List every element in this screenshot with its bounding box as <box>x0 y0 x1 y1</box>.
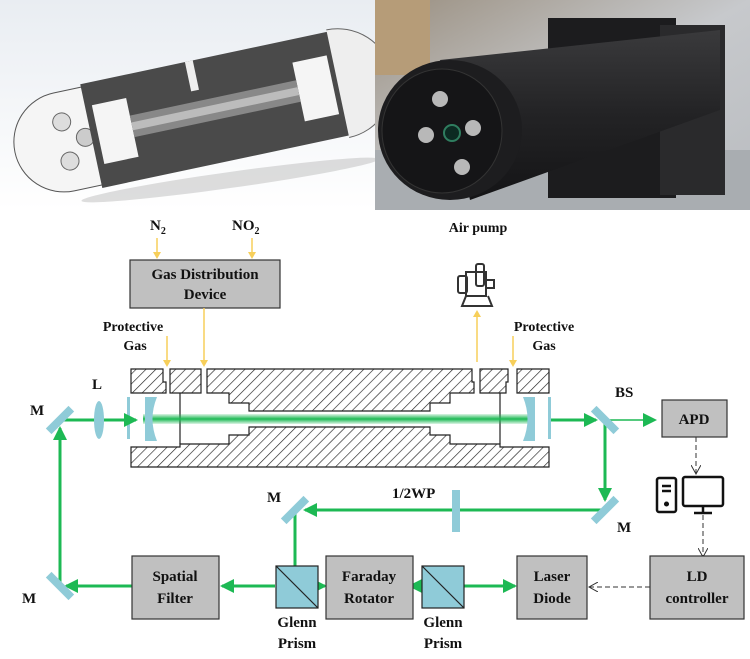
glenn-prism-left: Glenn Prism <box>275 565 319 652</box>
intracavity-beam <box>143 414 533 424</box>
half-wave-plate-label: 1/2WP <box>392 486 435 502</box>
svg-text:Prism: Prism <box>424 636 463 652</box>
gas-cell-body <box>130 368 550 468</box>
lens <box>94 401 104 439</box>
svg-text:Device: Device <box>184 287 227 303</box>
svg-text:Prism: Prism <box>278 636 317 652</box>
svg-text:LD: LD <box>687 569 708 585</box>
mirror-bottom-left <box>45 571 75 601</box>
n2-label: N2 <box>150 218 166 237</box>
mirror-mid-left-label: M <box>267 490 281 506</box>
protective-gas-right-label: Protective <box>514 320 574 335</box>
beam-splitter <box>590 405 620 435</box>
svg-text:Rotator: Rotator <box>344 591 394 607</box>
svg-text:Faraday: Faraday <box>342 569 397 585</box>
air-pump-icon <box>457 263 495 307</box>
svg-text:APD: APD <box>679 412 710 428</box>
cavity-mirror-left <box>145 397 157 441</box>
ld-controller-box: LD controller <box>649 555 745 620</box>
mirror-mid-right-label: M <box>617 520 631 536</box>
svg-text:Filter: Filter <box>157 591 193 607</box>
protective-gas-left-label: Protective <box>103 320 163 335</box>
svg-text:Diode: Diode <box>533 591 571 607</box>
mirror-top-left <box>45 405 75 435</box>
svg-text:controller: controller <box>665 591 728 607</box>
cavity-mirror-right <box>523 397 535 441</box>
svg-text:Gas: Gas <box>123 339 147 354</box>
laser-diode-box: Laser Diode <box>516 555 588 620</box>
window-right <box>548 397 551 439</box>
no2-label: NO2 <box>232 218 260 237</box>
faraday-rotator-box: Faraday Rotator <box>325 555 414 620</box>
svg-text:Gas: Gas <box>532 339 556 354</box>
svg-text:Laser: Laser <box>534 569 571 585</box>
apd-box: APD <box>661 399 728 438</box>
half-wave-plate <box>452 490 460 532</box>
lens-label: L <box>92 377 102 393</box>
svg-text:Glenn: Glenn <box>277 615 317 631</box>
window-left <box>127 397 130 439</box>
mirror-mid-left <box>280 495 310 525</box>
gas-distribution-device-box: Gas Distribution Device <box>129 259 281 309</box>
air-pump-label: Air pump <box>449 221 508 236</box>
cad-cross-section-image <box>0 0 394 210</box>
mirror-top-left-label: M <box>30 403 44 419</box>
svg-text:Glenn: Glenn <box>423 615 463 631</box>
gas-cell-photo <box>375 0 750 210</box>
beam-splitter-label: BS <box>615 385 633 401</box>
mirror-bottom-left-label: M <box>22 591 36 607</box>
computer-icon <box>655 475 725 515</box>
glenn-prism-right: Glenn Prism <box>421 565 465 652</box>
spatial-filter-box: Spatial Filter <box>131 555 220 620</box>
svg-text:Gas Distribution: Gas Distribution <box>151 267 259 283</box>
mirror-mid-right <box>590 495 620 525</box>
svg-text:Spatial: Spatial <box>152 569 197 585</box>
